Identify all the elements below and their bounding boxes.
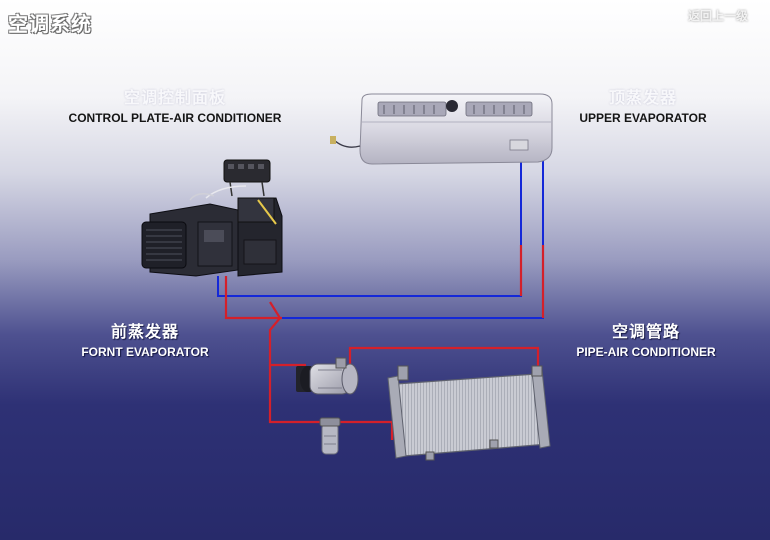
page-title: 空调系统 bbox=[8, 12, 92, 36]
label-upper-evaporator-zh: 顶蒸发器 bbox=[608, 88, 677, 107]
compressor-unit[interactable] bbox=[296, 357, 359, 395]
receiver-drier-unit[interactable] bbox=[319, 417, 341, 455]
label-front-evaporator: 前蒸发器 FORNT EVAPORATOR bbox=[70, 318, 220, 359]
low-pressure-line-upper bbox=[217, 158, 522, 297]
label-front-evaporator-en: FORNT EVAPORATOR bbox=[81, 345, 209, 359]
control-plate-unit[interactable] bbox=[205, 159, 271, 199]
label-pipe-en: PIPE-AIR CONDITIONER bbox=[576, 345, 716, 359]
upper-evaporator-unit[interactable] bbox=[330, 93, 553, 165]
label-control-plate-en: CONTROL PLATE-AIR CONDITIONER bbox=[68, 111, 282, 125]
high-pressure-line-drier-condenser bbox=[338, 420, 394, 440]
label-upper-evaporator: 顶蒸发器 UPPER EVAPORATOR bbox=[568, 84, 718, 125]
label-control-plate-zh: 空调控制面板 bbox=[123, 88, 226, 107]
front-evaporator-unit[interactable] bbox=[141, 193, 283, 277]
label-pipe-zh: 空调管路 bbox=[611, 322, 680, 341]
high-pressure-line-loop bbox=[268, 365, 322, 424]
high-pressure-line-compressor-condenser bbox=[348, 346, 540, 372]
condenser-unit[interactable] bbox=[387, 365, 551, 461]
high-pressure-line-evap bbox=[224, 276, 282, 320]
back-link[interactable]: 返回上一级 bbox=[688, 9, 749, 23]
label-front-evaporator-zh: 前蒸发器 bbox=[110, 322, 179, 341]
pipe-lines bbox=[217, 148, 545, 440]
label-pipe: 空调管路 PIPE-AIR CONDITIONER bbox=[566, 318, 726, 359]
high-pressure-line-to-compressor bbox=[268, 301, 306, 367]
label-control-plate: 空调控制面板 CONTROL PLATE-AIR CONDITIONER bbox=[60, 84, 290, 125]
low-pressure-line-lower bbox=[282, 148, 544, 319]
label-upper-evaporator-en: UPPER EVAPORATOR bbox=[579, 111, 707, 125]
